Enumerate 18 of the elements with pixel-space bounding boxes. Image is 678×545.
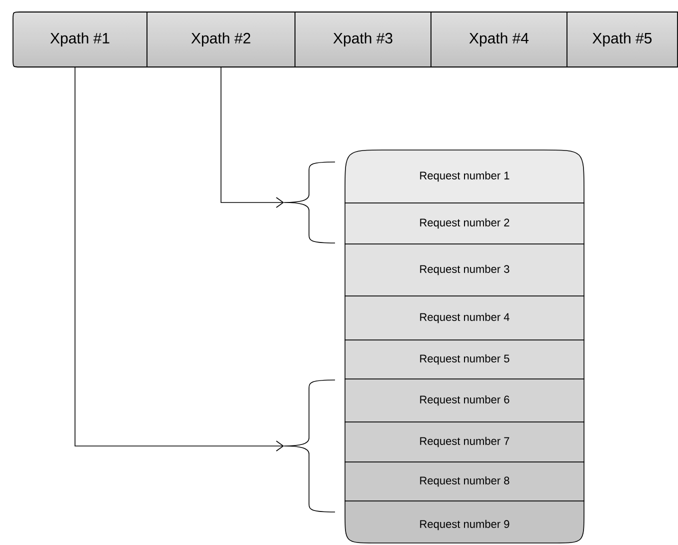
curly-brace bbox=[284, 162, 336, 244]
arrow bbox=[220, 66, 284, 208]
request-row: Request number 3 bbox=[344, 244, 584, 296]
request-row: Request number 1 bbox=[344, 150, 584, 204]
arrow bbox=[74, 66, 284, 452]
curly-brace bbox=[284, 380, 336, 512]
request-row: Request number 4 bbox=[344, 296, 584, 340]
tab-cell: Xpath #1 bbox=[12, 12, 148, 68]
request-row: Request number 7 bbox=[344, 422, 584, 462]
request-row: Request number 2 bbox=[344, 202, 584, 244]
request-row: Request number 8 bbox=[344, 462, 584, 502]
tab-cell: Xpath #4 bbox=[430, 12, 568, 68]
request-row: Request number 5 bbox=[344, 340, 584, 380]
request-row: Request number 6 bbox=[344, 378, 584, 422]
tab-cell: Xpath #3 bbox=[294, 12, 432, 68]
request-row: Request number 9 bbox=[344, 500, 584, 544]
tab-cell: Xpath #5 bbox=[566, 12, 678, 68]
tab-cell: Xpath #2 bbox=[146, 12, 296, 68]
